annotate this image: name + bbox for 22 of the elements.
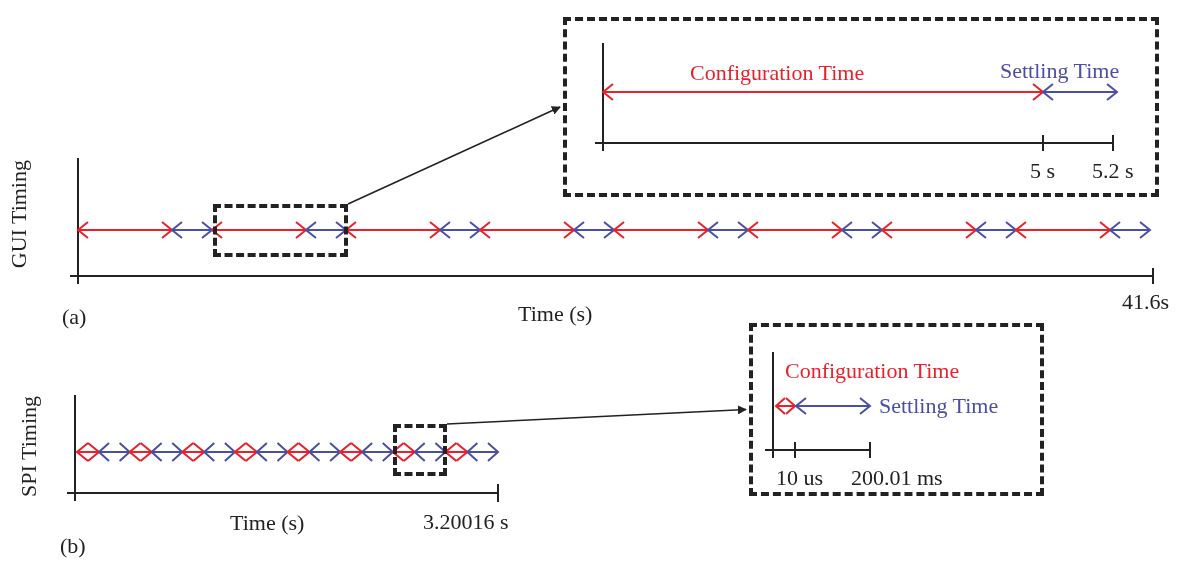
axis-title: Time (s) xyxy=(230,512,305,534)
term-label: Configuration Time xyxy=(690,62,865,84)
tick-label: 10 us xyxy=(776,467,824,489)
panel-label: (a) xyxy=(62,306,87,328)
inset-box xyxy=(749,323,1044,496)
tick-label: 5.2 s xyxy=(1092,160,1134,182)
term-label: Settling Time xyxy=(879,395,999,417)
inset-box xyxy=(563,17,1159,197)
tick-label: 41.6s xyxy=(1122,291,1170,313)
tick-label: 5 s xyxy=(1030,160,1056,182)
tick-label: 200.01 ms xyxy=(851,467,943,489)
arrow xyxy=(446,405,747,425)
arrow xyxy=(347,106,561,205)
axis-title: Time (s) xyxy=(518,303,593,325)
zoom-box xyxy=(393,424,447,476)
zoom-box xyxy=(213,204,348,257)
axis-title: SPI Timing xyxy=(18,396,40,497)
term-label: Configuration Time xyxy=(785,360,960,382)
tick-label: 3.20016 s xyxy=(423,511,509,533)
axis-title: GUI Timing xyxy=(8,160,30,269)
term-label: Settling Time xyxy=(1000,60,1120,82)
panel-label: (b) xyxy=(60,535,86,557)
